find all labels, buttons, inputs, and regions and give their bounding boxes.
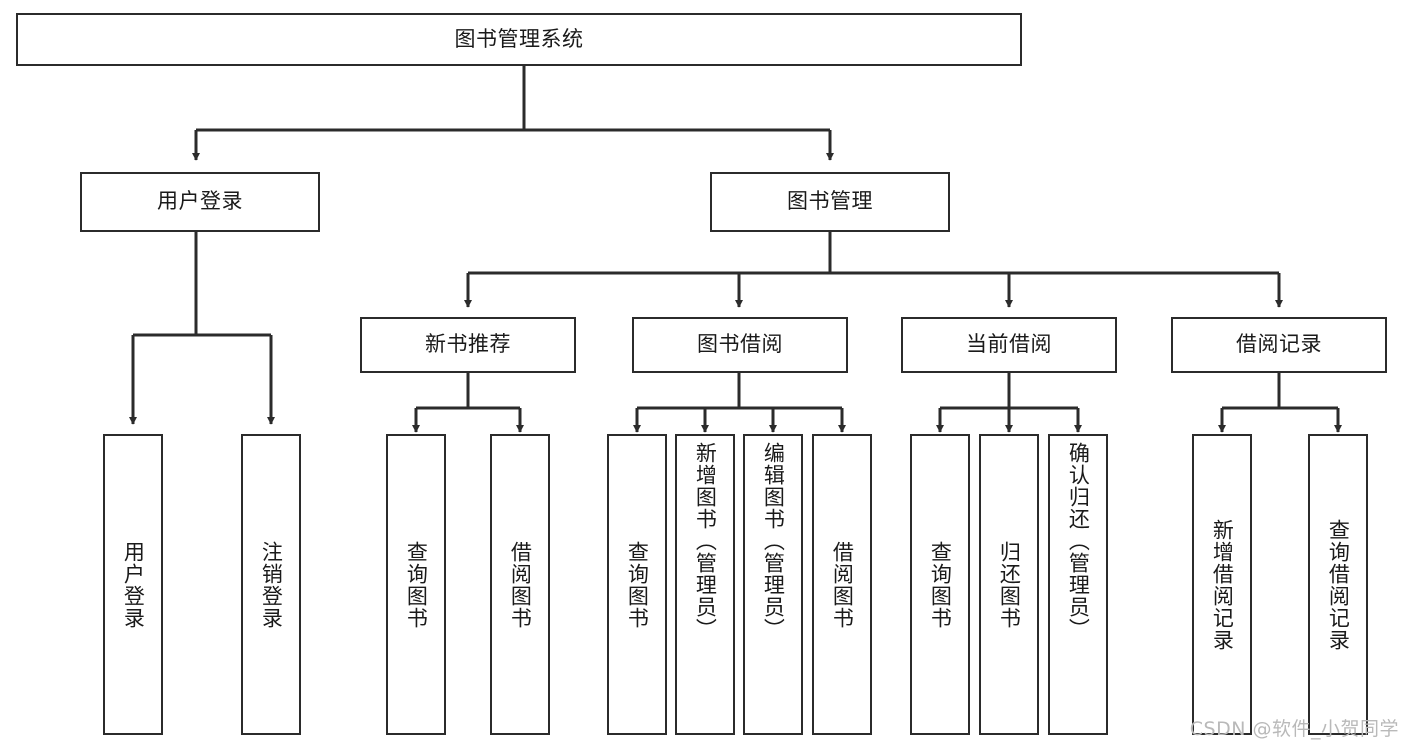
node-label: 当前借阅 <box>966 332 1052 357</box>
node-user-login[interactable]: 用户登录 <box>80 172 320 232</box>
node-label: 借阅图书 <box>508 540 533 629</box>
node-leaf-add-record[interactable]: 新增借阅记录 <box>1192 434 1252 735</box>
node-label: 确认归还（管理员） <box>1066 442 1091 640</box>
node-leaf-query-book-1[interactable]: 查询图书 <box>386 434 446 735</box>
node-leaf-query-book-3[interactable]: 查询图书 <box>910 434 970 735</box>
node-label: 借阅记录 <box>1236 332 1322 357</box>
node-leaf-confirm-return[interactable]: 确认归还（管理员） <box>1048 434 1108 735</box>
node-current-borrow[interactable]: 当前借阅 <box>901 317 1117 373</box>
node-book-borrow[interactable]: 图书借阅 <box>632 317 848 373</box>
node-leaf-edit-book[interactable]: 编辑图书（管理员） <box>743 434 803 735</box>
node-leaf-borrow-book-2[interactable]: 借阅图书 <box>812 434 872 735</box>
node-leaf-borrow-book-1[interactable]: 借阅图书 <box>490 434 550 735</box>
node-label: 新书推荐 <box>425 332 511 357</box>
node-leaf-return-book[interactable]: 归还图书 <box>979 434 1039 735</box>
node-leaf-logout-login[interactable]: 注销登录 <box>241 434 301 735</box>
node-leaf-user-login[interactable]: 用户登录 <box>103 434 163 735</box>
node-borrow-record[interactable]: 借阅记录 <box>1171 317 1387 373</box>
csdn-watermark: CSDN @软件_小贺同学 <box>1189 718 1399 740</box>
node-new-book-recommend[interactable]: 新书推荐 <box>360 317 576 373</box>
node-leaf-query-record[interactable]: 查询借阅记录 <box>1308 434 1368 735</box>
node-label: 查询图书 <box>625 540 650 629</box>
node-label: 新增图书（管理员） <box>693 442 718 640</box>
node-label: 用户登录 <box>121 540 146 629</box>
node-label: 图书管理系统 <box>454 26 584 51</box>
node-leaf-add-book[interactable]: 新增图书（管理员） <box>675 434 735 735</box>
node-book-management-system[interactable]: 图书管理系统 <box>16 13 1022 66</box>
node-label: 查询图书 <box>928 540 953 629</box>
node-leaf-query-book-2[interactable]: 查询图书 <box>607 434 667 735</box>
node-label: 归还图书 <box>997 540 1022 629</box>
node-label: 用户登录 <box>157 189 243 214</box>
node-label: 查询图书 <box>404 540 429 629</box>
node-label: 图书借阅 <box>697 332 783 357</box>
node-label: 图书管理 <box>787 189 873 214</box>
node-label: 查询借阅记录 <box>1326 518 1351 651</box>
node-label: 编辑图书（管理员） <box>761 442 786 640</box>
node-book-management[interactable]: 图书管理 <box>710 172 950 232</box>
node-label: 借阅图书 <box>830 540 855 629</box>
node-label: 新增借阅记录 <box>1210 518 1235 651</box>
node-label: 注销登录 <box>259 540 284 629</box>
